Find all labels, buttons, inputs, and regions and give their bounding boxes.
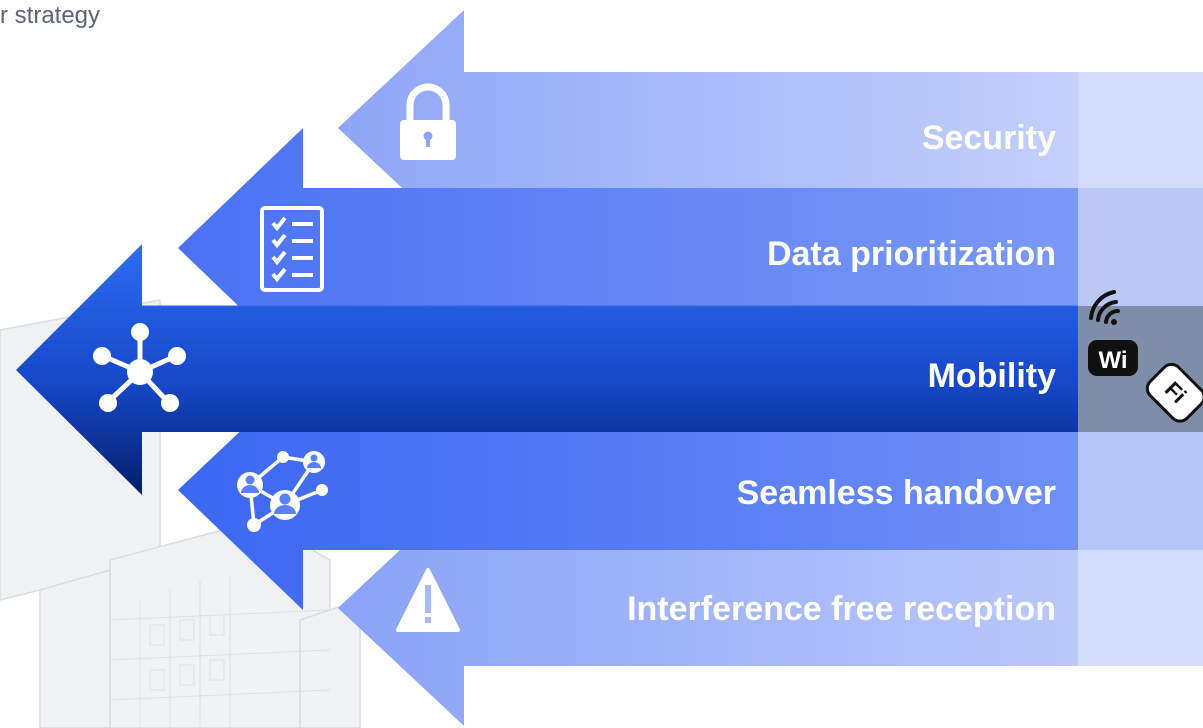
checklist-icon	[260, 206, 324, 292]
header-text: r strategy	[0, 2, 101, 29]
side-panel-data	[1078, 188, 1203, 306]
label-seamless-handover: Seamless handover	[736, 474, 1056, 512]
arrow-seamless-handover	[178, 372, 1078, 610]
label-security: Security	[921, 119, 1056, 157]
arrow-interference	[338, 490, 1078, 726]
wifi-icon	[1088, 290, 1203, 423]
people-network-icon	[237, 451, 328, 532]
side-panel-security	[1078, 72, 1203, 188]
wifi-text-wi: Wi	[1098, 347, 1127, 374]
label-data-prioritization: Data prioritization	[766, 235, 1056, 273]
arrow-data-prioritization	[178, 128, 1078, 368]
arrow-mobility	[16, 244, 1078, 495]
label-interference-free-reception: Interference free reception	[627, 590, 1056, 628]
side-panel-seamless	[1078, 432, 1203, 550]
arrow-security	[338, 10, 1078, 246]
network-hub-icon	[93, 323, 186, 412]
label-mobility: Mobility	[927, 357, 1056, 395]
side-panel-interference	[1078, 550, 1203, 666]
lock-icon	[400, 83, 456, 160]
warning-icon	[396, 568, 460, 632]
